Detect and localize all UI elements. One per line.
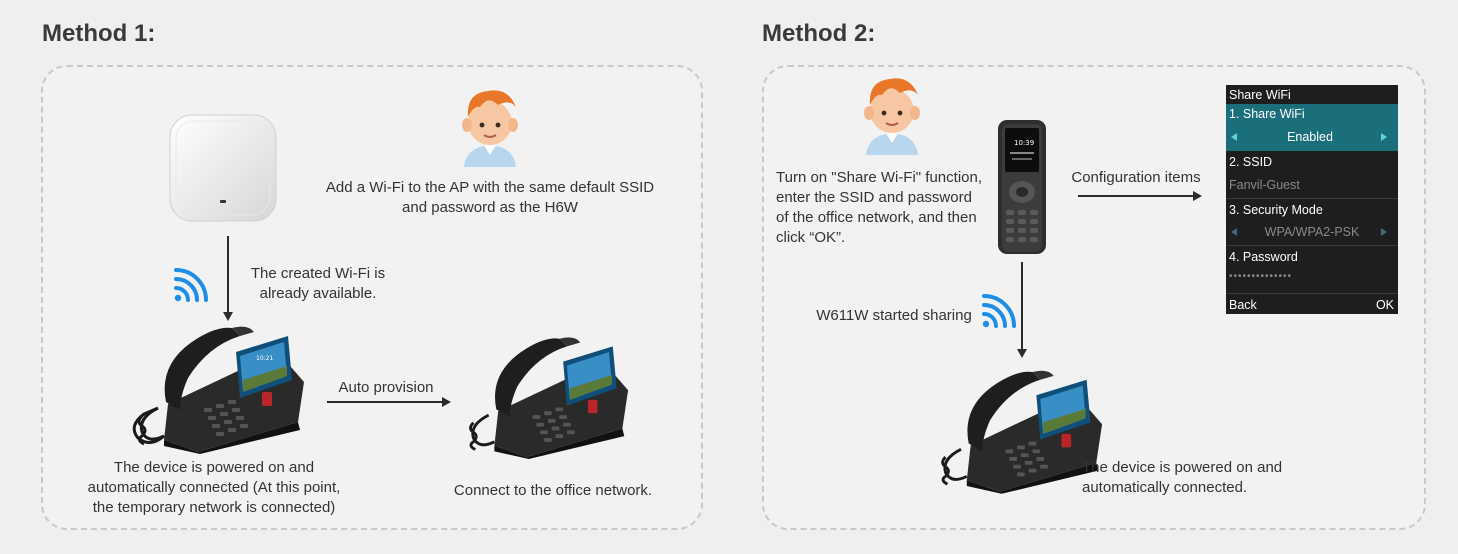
method2-title: Method 2: <box>762 20 876 47</box>
device-caption-m2-line2: automatically connected. <box>1082 479 1248 496</box>
configuration-items-label: Configuration items <box>1071 169 1201 186</box>
device-caption-m2-line1: The device is powered on and <box>1082 459 1283 476</box>
wifi-signal-icon <box>980 294 1016 330</box>
desk-ip-phone-icon: 10:21 <box>128 322 306 454</box>
screen-item3-label: 3. Security Mode <box>1229 203 1323 217</box>
arrow-config-items <box>1078 195 1194 197</box>
right-arrow-icon[interactable] <box>1381 228 1387 236</box>
arrow-auto-provision-head <box>442 397 451 407</box>
screen-item1-value: Enabled <box>1287 130 1333 144</box>
screen-item2[interactable]: 2. SSID Fanvil-Guest <box>1226 151 1398 196</box>
screen-item4-label: 4. Password <box>1229 250 1298 264</box>
desk-ip-phone-icon <box>460 332 630 460</box>
device-caption-m1-line2: automatically connected (At this point, <box>87 479 341 496</box>
person-avatar-icon <box>458 85 522 167</box>
ap-caption: Add a Wi-Fi to the AP with the same defa… <box>300 178 680 218</box>
office-network-caption: Connect to the office network. <box>453 482 653 499</box>
screen-back-softkey[interactable]: Back <box>1229 298 1257 312</box>
wifi-available-caption: The created Wi-Fi is already available. <box>238 264 398 304</box>
screen-item3[interactable]: 3. Security Mode WPA/WPA2-PSK <box>1226 199 1398 245</box>
left-arrow-icon[interactable] <box>1231 133 1237 141</box>
sharing-caption: W611W started sharing <box>816 307 972 324</box>
desk-phone-time-m1: 10:21 <box>256 355 273 362</box>
share-wifi-screen: Share WiFi 1. Share WiFi Enabled 2. SSID… <box>1226 85 1398 314</box>
screen-item4-value: •••••••••••••• <box>1229 271 1293 282</box>
ap-caption-line2: and password as the H6W <box>402 199 578 216</box>
wifi-available-line1: The created Wi-Fi is <box>250 265 386 282</box>
device-caption-m1-line3: the temporary network is connected) <box>92 499 336 516</box>
wifi-signal-icon <box>172 268 208 304</box>
screen-item2-label: 2. SSID <box>1229 155 1273 169</box>
auto-provision-label: Auto provision <box>338 379 434 396</box>
mobile-phone-time: 10:39 <box>1014 139 1034 147</box>
instruction-line1: Turn on "Share Wi-Fi" function, <box>776 169 983 186</box>
screen-item2-value: Fanvil-Guest <box>1229 178 1300 192</box>
desk-ip-phone-icon <box>932 366 1104 494</box>
arrow-config-items-head <box>1193 191 1202 201</box>
device-caption-m1-line1: The device is powered on and <box>113 459 315 476</box>
screen-item3-value: WPA/WPA2-PSK <box>1264 225 1360 239</box>
arrow-ap-to-phone-head <box>223 312 233 321</box>
screen-item1[interactable]: 1. Share WiFi Enabled <box>1226 104 1398 151</box>
screen-separator <box>1226 293 1398 294</box>
screen-separator <box>1226 245 1398 246</box>
arrow-sharing <box>1021 262 1023 350</box>
instruction-line4: click “OK”. <box>776 229 846 246</box>
instruction-line3: of the office network, and then <box>776 209 977 226</box>
ap-caption-line1: Add a Wi-Fi to the AP with the same defa… <box>325 179 655 196</box>
access-point-icon <box>168 113 278 223</box>
screen-item4[interactable]: 4. Password •••••••••••••• <box>1226 246 1398 290</box>
method1-panel <box>41 65 703 530</box>
person-avatar-icon <box>860 73 924 155</box>
left-arrow-icon[interactable] <box>1231 228 1237 236</box>
right-arrow-icon[interactable] <box>1381 133 1387 141</box>
instruction-line2: enter the SSID and password <box>776 189 972 206</box>
arrow-sharing-head <box>1017 349 1027 358</box>
arrow-ap-to-phone <box>227 236 229 314</box>
wifi-available-line2: already available. <box>259 285 377 302</box>
mobile-phone-icon: 10:39 <box>996 118 1048 256</box>
device-caption-m1: The device is powered on and automatical… <box>66 458 362 518</box>
arrow-auto-provision <box>327 401 443 403</box>
screen-item1-label: 1. Share WiFi <box>1229 107 1305 121</box>
device-caption-m2: The device is powered on and automatical… <box>1082 458 1322 498</box>
method1-title: Method 1: <box>42 20 156 47</box>
share-wifi-instruction: Turn on "Share Wi-Fi" function, enter th… <box>776 168 998 248</box>
screen-separator <box>1226 198 1398 199</box>
screen-header: Share WiFi <box>1229 88 1291 102</box>
screen-ok-softkey[interactable]: OK <box>1375 298 1394 312</box>
